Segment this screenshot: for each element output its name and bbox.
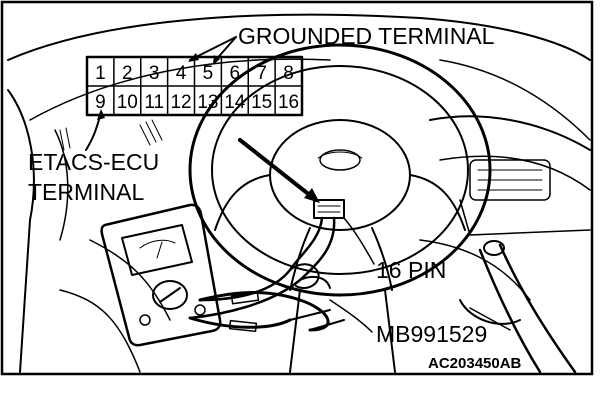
figure-border xyxy=(0,0,594,376)
pin-number: 9 xyxy=(95,92,106,113)
pin-number: 15 xyxy=(251,92,272,113)
callout-lines xyxy=(85,36,375,333)
etacs-ecu-label: ETACS-ECU xyxy=(28,149,159,175)
pin-number: 11 xyxy=(144,92,164,113)
pin-number: 7 xyxy=(256,63,267,84)
pin-number: 2 xyxy=(122,63,133,84)
diagnostic-connector xyxy=(313,199,345,219)
figure-code-label: AC203450AB xyxy=(428,355,522,372)
pin-number: 12 xyxy=(170,92,191,113)
pin-number: 5 xyxy=(203,63,214,84)
pin-number: 3 xyxy=(149,63,160,84)
pin-number: 1 xyxy=(95,63,106,84)
pin-number: 10 xyxy=(117,92,138,113)
pin-number: 16 xyxy=(278,92,299,113)
multimeter xyxy=(100,203,222,347)
pin-number: 4 xyxy=(176,63,187,84)
steering-wheel-illustration xyxy=(188,43,492,373)
pin-number: 8 xyxy=(283,63,294,84)
pin-number: 13 xyxy=(197,92,218,113)
etacs-terminal-label: TERMINAL xyxy=(28,179,145,205)
pin-number: 14 xyxy=(224,92,246,113)
tool-part-number-label: MB991529 xyxy=(376,321,487,347)
grounded-terminal-label: GROUNDED TERMINAL xyxy=(238,23,495,49)
pin-number: 6 xyxy=(230,63,241,84)
dashboard-illustration xyxy=(7,13,591,374)
pin16-label: 16 PIN xyxy=(376,257,446,283)
